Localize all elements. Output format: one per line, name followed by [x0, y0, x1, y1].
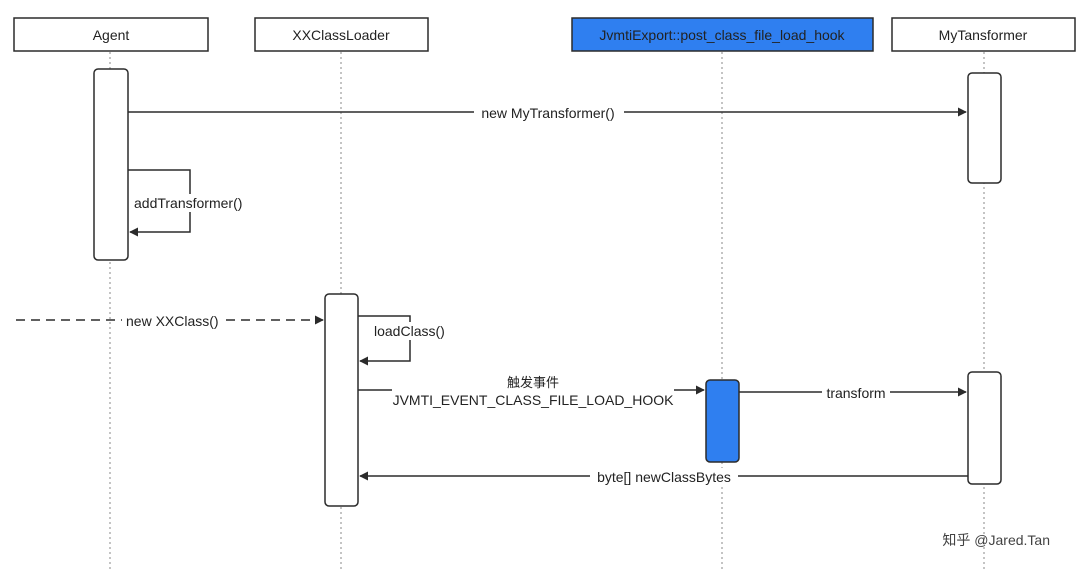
activation-transformer-1: [967, 72, 1002, 184]
activation-agent: [93, 68, 129, 261]
participant-jvmti: JvmtiExport::post_class_file_load_hook: [571, 17, 874, 52]
label-trigger-event-hook: JVMTI_EVENT_CLASS_FILE_LOAD_HOOK: [393, 392, 675, 408]
label-new-my-transformer: new MyTransformer(): [481, 105, 614, 121]
label-trigger-event-cn: 触发事件: [507, 375, 559, 391]
label-transform: transform: [826, 385, 885, 401]
participant-loader: XXClassLoader: [254, 17, 429, 52]
participant-agent: Agent: [13, 17, 209, 52]
activation-loader: [324, 293, 359, 507]
label-new-xx-class: new XXClass(): [126, 313, 219, 329]
activation-jvmti: [705, 379, 740, 463]
watermark: 知乎 @Jared.Tan: [942, 532, 1050, 548]
participant-transformer-label: MyTansformer: [939, 27, 1028, 43]
label-new-class-bytes: byte[] newClassBytes: [597, 469, 731, 485]
participant-transformer: MyTansformer: [891, 17, 1076, 52]
activation-transformer-2: [967, 371, 1002, 485]
label-load-class: loadClass(): [374, 323, 445, 339]
label-add-transformer: addTransformer(): [134, 195, 242, 211]
participant-agent-label: Agent: [93, 27, 130, 43]
participant-jvmti-label: JvmtiExport::post_class_file_load_hook: [599, 27, 845, 43]
participant-loader-label: XXClassLoader: [292, 27, 390, 43]
